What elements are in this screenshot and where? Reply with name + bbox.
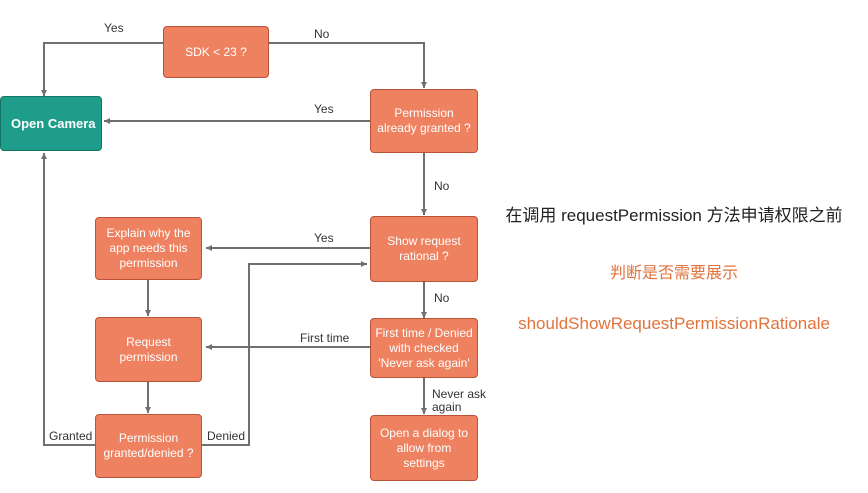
open-camera-node: Open Camera [0, 96, 102, 151]
sdk-check-node: SDK < 23 ? [163, 26, 269, 78]
edge-label-first-time: First time [300, 331, 350, 345]
note-line-3: shouldShowRequestPermissionRationale [518, 314, 830, 333]
edge-label-rationale-yes: Yes [314, 231, 334, 245]
edge-label-sdk-yes: Yes [104, 21, 124, 35]
explain-node: Explain why the app needs this permissio… [95, 217, 202, 280]
open-dialog-node: Open a dialog to allow from settings [370, 415, 478, 481]
note-line-2: 判断是否需要展示 [609, 265, 738, 282]
edge-denied [201, 261, 367, 446]
edge-label-rationale-no: No [434, 291, 450, 305]
edge-sdk-yes [41, 42, 163, 96]
edge-label-sdk-no: No [314, 27, 330, 41]
edge-sdk-no [269, 42, 427, 88]
edge-label-granted: Granted [49, 429, 93, 443]
edge-label-granted-no: No [434, 179, 450, 193]
edge-label-granted-yes: Yes [314, 102, 334, 116]
note-line-1: 在调用 requestPermission 方法申请权限之前 [505, 206, 843, 225]
edge-label-never-ask: Never ask again [432, 387, 487, 414]
show-rationale-node: Show request rational ? [370, 216, 478, 282]
permission-granted-node: Permission already granted ? [370, 89, 478, 153]
edge-label-denied: Denied [207, 429, 246, 443]
request-permission-node: Request permission [95, 317, 202, 382]
edge-granted [41, 153, 95, 446]
first-time-node: First time / Denied with checked 'Never … [370, 318, 478, 378]
granted-denied-node: Permission granted/denied ? [95, 414, 202, 478]
